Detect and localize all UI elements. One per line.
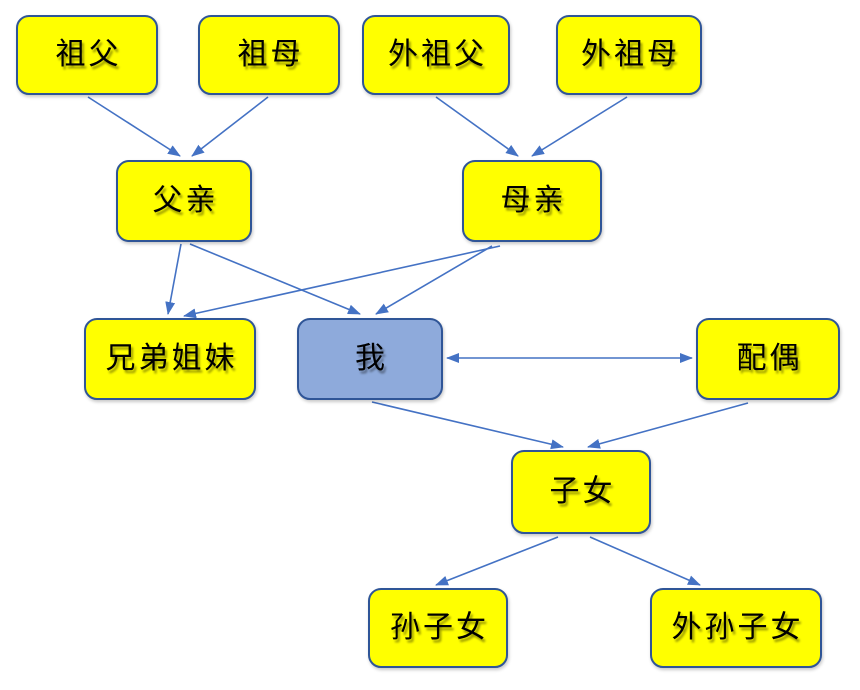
node-label-waizufu: 外祖父 bbox=[388, 38, 487, 71]
node-label-peiou: 配偶 bbox=[736, 342, 803, 375]
edge-fuqin-wo bbox=[189, 243, 361, 315]
edge-muqin-wo bbox=[375, 245, 493, 315]
node-zumu[interactable]: 祖母 bbox=[198, 15, 340, 95]
node-label-fuqin: 父亲 bbox=[152, 184, 219, 217]
node-waizumu[interactable]: 外祖母 bbox=[556, 15, 702, 95]
node-waisunzinv[interactable]: 外孙子女 bbox=[650, 588, 822, 668]
node-label-zinv: 子女 bbox=[549, 475, 616, 508]
edge-waizumu-muqin bbox=[531, 96, 628, 157]
node-label-muqin: 母亲 bbox=[500, 184, 567, 217]
node-waizufu[interactable]: 外祖父 bbox=[362, 15, 510, 95]
edge-zinv-waisunzinv bbox=[589, 536, 701, 586]
node-zinv[interactable]: 子女 bbox=[511, 450, 651, 534]
node-xiongdijiemei[interactable]: 兄弟姐妹 bbox=[84, 318, 256, 400]
node-muqin[interactable]: 母亲 bbox=[462, 160, 602, 242]
node-zufu[interactable]: 祖父 bbox=[16, 15, 158, 95]
node-label-sunzinv: 孙子女 bbox=[390, 611, 489, 644]
node-label-zumu: 祖母 bbox=[237, 38, 304, 71]
node-label-waizumu: 外祖母 bbox=[581, 38, 680, 71]
edge-zumu-fuqin bbox=[191, 96, 269, 157]
edge-muqin-xiongdijiemei bbox=[183, 245, 501, 319]
node-label-zufu: 祖父 bbox=[55, 38, 122, 71]
node-sunzinv[interactable]: 孙子女 bbox=[368, 588, 508, 668]
node-label-waisunzinv: 外孙子女 bbox=[671, 611, 804, 644]
edge-fuqin-xiongdijiemei bbox=[165, 243, 182, 315]
node-label-wo: 我 bbox=[355, 342, 388, 375]
edge-peiou-zinv bbox=[587, 402, 749, 449]
node-peiou[interactable]: 配偶 bbox=[696, 318, 840, 400]
node-label-xiongdijiemei: 兄弟姐妹 bbox=[105, 342, 238, 375]
edge-waizufu-muqin bbox=[435, 96, 519, 157]
edge-wo-zinv bbox=[371, 401, 564, 450]
edge-zufu-fuqin bbox=[87, 96, 181, 157]
edge-zinv-sunzinv bbox=[435, 536, 559, 586]
node-fuqin[interactable]: 父亲 bbox=[116, 160, 252, 242]
node-wo[interactable]: 我 bbox=[297, 318, 443, 400]
